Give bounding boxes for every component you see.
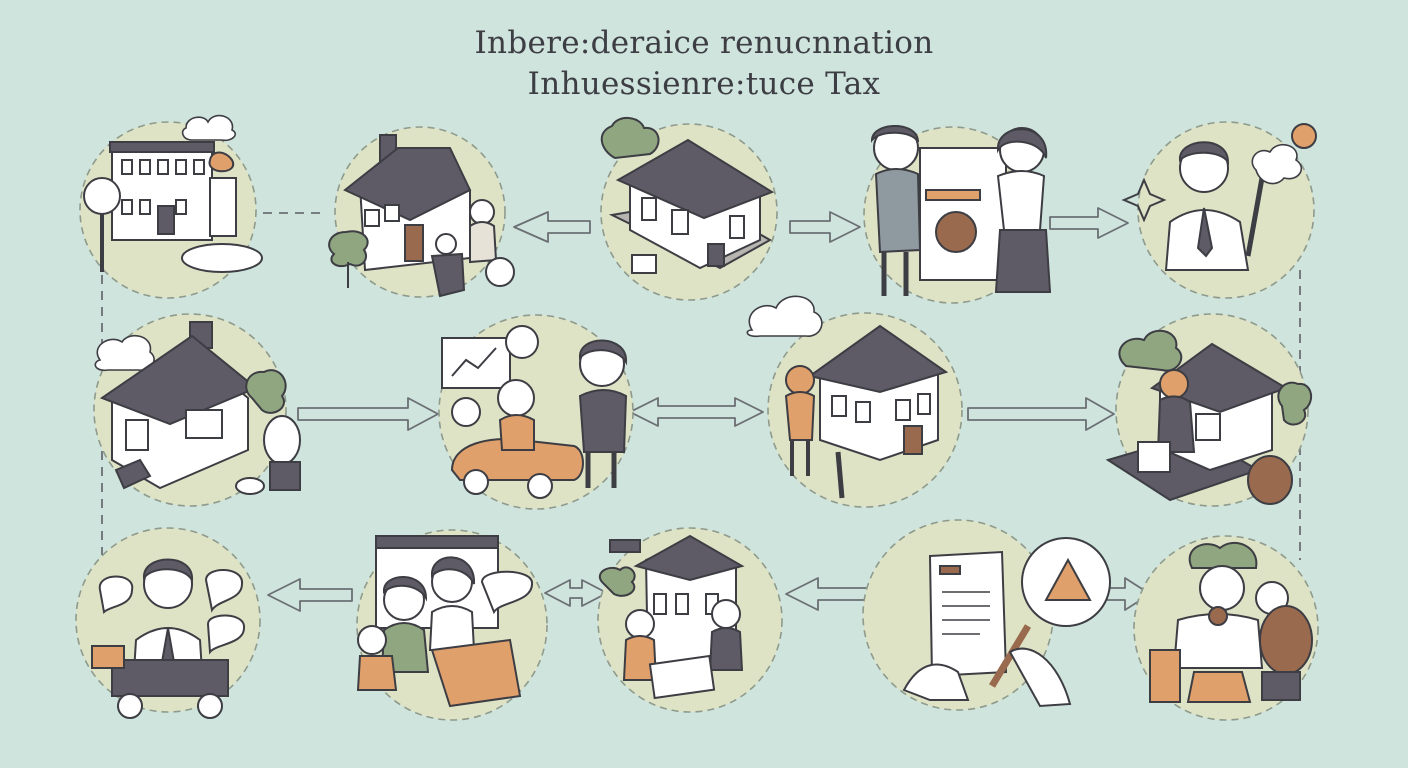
advisor-cart-icon bbox=[91, 558, 245, 719]
townhouse-family-icon bbox=[599, 534, 745, 700]
diagram-title-line-2: Inhuessienre:tuce Tax bbox=[527, 66, 881, 102]
arrow-right-3 bbox=[297, 397, 439, 431]
diagram-title-line-1: Inbere:deraice renucnnation bbox=[474, 25, 934, 61]
family-icon bbox=[356, 535, 533, 708]
arrow-right-2 bbox=[1049, 207, 1129, 239]
person-house-icon bbox=[1105, 329, 1313, 505]
child-advisor-car-icon bbox=[441, 325, 628, 499]
people-signing-document-icon bbox=[870, 125, 1052, 296]
arrow-left-2 bbox=[267, 578, 353, 612]
house-with-garden-icon bbox=[94, 321, 301, 495]
house-icon bbox=[600, 117, 775, 274]
courthouse-icon bbox=[83, 114, 263, 273]
arrow-double-1 bbox=[629, 397, 764, 427]
arrow-left-1 bbox=[513, 211, 591, 243]
arrow-right-4 bbox=[967, 397, 1115, 431]
arrow-right-1 bbox=[789, 211, 861, 243]
flow-arrows bbox=[267, 207, 1151, 612]
arrow-double-2 bbox=[544, 579, 608, 607]
professional-icon bbox=[1121, 123, 1317, 271]
signing-contract-icon bbox=[902, 537, 1111, 708]
townhouse-person-icon bbox=[746, 295, 949, 499]
solar-house-family-icon bbox=[328, 134, 515, 298]
craftsman-icon bbox=[1149, 541, 1313, 703]
